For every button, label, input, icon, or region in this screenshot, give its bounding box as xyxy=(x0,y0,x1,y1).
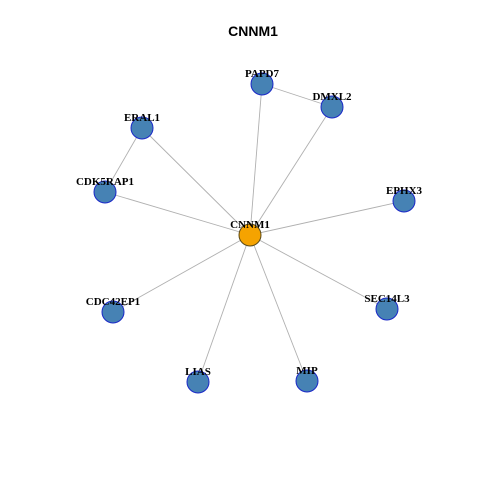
edge-cnnm1-cdk5rap1 xyxy=(104,191,251,236)
edge-cnnm1-sec14l3 xyxy=(249,234,388,310)
node-label-mip: MIP xyxy=(296,365,318,377)
diagram-title: CNNM1 xyxy=(228,23,278,39)
edge-cnnm1-lias xyxy=(197,234,251,383)
node-cnnm1 xyxy=(238,223,262,247)
edge-cnnm1-cdc42ep1 xyxy=(112,234,251,313)
edge-papd7-dmxl2 xyxy=(261,83,333,108)
node-cdk5rap1 xyxy=(93,180,117,204)
node-label-lias: LIAS xyxy=(185,366,211,378)
node-label-cdc42ep1: CDC42EP1 xyxy=(86,296,140,308)
node-label-ephx3: EPHX3 xyxy=(386,185,423,197)
edges-layer xyxy=(104,83,405,383)
node-label-cnnm1: CNNM1 xyxy=(230,219,270,231)
node-cdc42ep1 xyxy=(101,300,125,324)
node-label-eral1: ERAL1 xyxy=(124,112,160,124)
node-dmxl2 xyxy=(320,95,344,119)
edge-cnnm1-ephx3 xyxy=(249,200,405,236)
edge-cnnm1-eral1 xyxy=(141,127,251,236)
nodes-layer xyxy=(93,72,416,394)
node-label-dmxl2: DMXL2 xyxy=(312,91,352,103)
node-eral1 xyxy=(130,116,154,140)
node-label-papd7: PAPD7 xyxy=(245,68,280,80)
node-sec14l3 xyxy=(375,297,399,321)
node-ephx3 xyxy=(392,189,416,213)
node-lias xyxy=(186,370,210,394)
labels-layer: CNNM1 PAPD7DMXL2ERAL1CDK5RAP1EPHX3CDC42EP… xyxy=(76,68,423,378)
node-papd7 xyxy=(250,72,274,96)
node-label-sec14l3: SEC14L3 xyxy=(364,293,410,305)
edge-eral1-cdk5rap1 xyxy=(104,127,143,193)
node-label-cdk5rap1: CDK5RAP1 xyxy=(76,176,134,188)
edge-cnnm1-dmxl2 xyxy=(249,106,333,236)
edge-cnnm1-mip xyxy=(249,234,308,382)
node-mip xyxy=(295,369,319,393)
edge-cnnm1-papd7 xyxy=(249,83,263,236)
